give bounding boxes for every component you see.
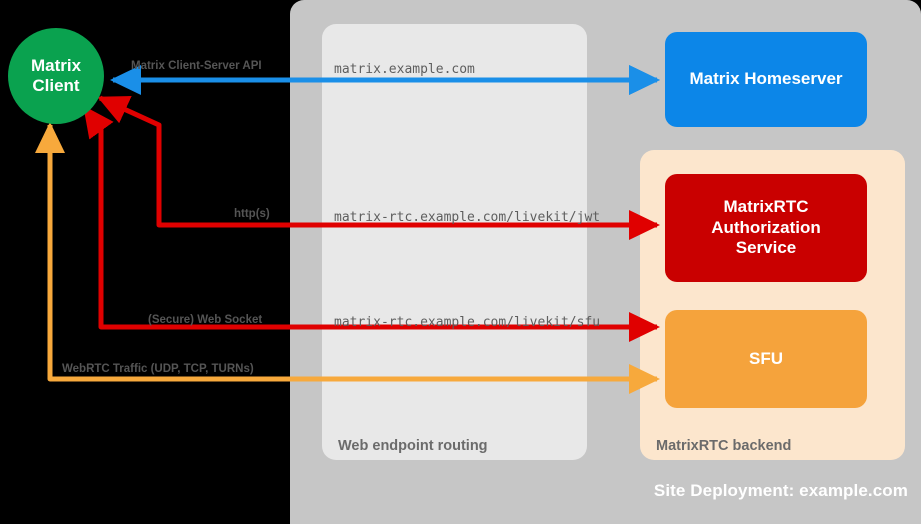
matrix-homeserver-label: Matrix Homeserver — [689, 69, 843, 89]
matrixrtc-auth-label-line2: Authorization — [711, 217, 821, 237]
node-matrix-client[interactable]: Matrix Client — [8, 28, 104, 124]
matrix-client-label-line2: Client — [32, 76, 80, 95]
node-matrix-homeserver[interactable]: Matrix Homeserver — [665, 32, 867, 127]
connector-webrtc-traffic — [34, 121, 661, 394]
matrix-client-label-line1: Matrix — [30, 55, 82, 75]
container-label-matrixrtc-backend: MatrixRTC backend — [656, 438, 792, 454]
connector-label-client-server-api: Matrix Client-Server API — [131, 60, 262, 72]
route-label-livekit-sfu: matrix-rtc.example.com/livekit/sfu — [334, 315, 601, 330]
container-web-endpoint-routing — [322, 24, 587, 460]
connector-label-https: http(s) — [234, 208, 270, 220]
sfu-label: SFU — [749, 348, 783, 368]
route-label-matrix-example-com: matrix.example.com — [334, 62, 475, 77]
node-matrixrtc-authorization-service[interactable]: MatrixRTC Authorization Service — [665, 174, 867, 282]
connector-label-webrtc-traffic: WebRTC Traffic (UDP, TCP, TURNs) — [62, 363, 254, 375]
node-sfu[interactable]: SFU — [665, 310, 867, 408]
connector-label-web-socket: (Secure) Web Socket — [148, 314, 263, 326]
connector-sfu-websocket — [82, 105, 661, 342]
matrixrtc-auth-label-line1: MatrixRTC — [723, 197, 809, 217]
route-label-livekit-jwt: matrix-rtc.example.com/livekit/jwt — [334, 210, 601, 225]
container-label-site-deployment: Site Deployment: example.com — [653, 481, 908, 500]
connector-jwt-service — [97, 95, 661, 240]
container-label-web-endpoint-routing: Web endpoint routing — [338, 438, 488, 454]
matrixrtc-auth-label-line3: Service — [735, 238, 797, 258]
